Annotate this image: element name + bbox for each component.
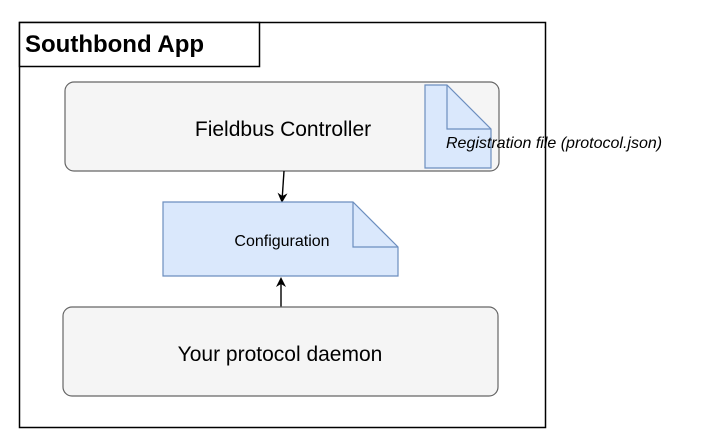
registration-file-fold	[446, 85, 491, 130]
arrow-controller-to-configuration	[277, 170, 288, 203]
app-title-box	[18, 21, 261, 68]
configuration-label: Configuration	[234, 233, 329, 250]
protocol-daemon-box[interactable]	[62, 306, 499, 397]
protocol-daemon-label: Your protocol daemon	[178, 343, 383, 366]
app-title: Southbond App	[25, 31, 204, 58]
configuration-fold	[352, 202, 398, 248]
fieldbus-controller-label: Fieldbus Controller	[195, 118, 371, 141]
registration-file-document[interactable]	[424, 84, 492, 169]
fieldbus-controller-box[interactable]	[64, 81, 500, 172]
registration-file-label: Registration file (protocol.json)	[446, 135, 662, 152]
configuration-document[interactable]	[162, 201, 399, 277]
